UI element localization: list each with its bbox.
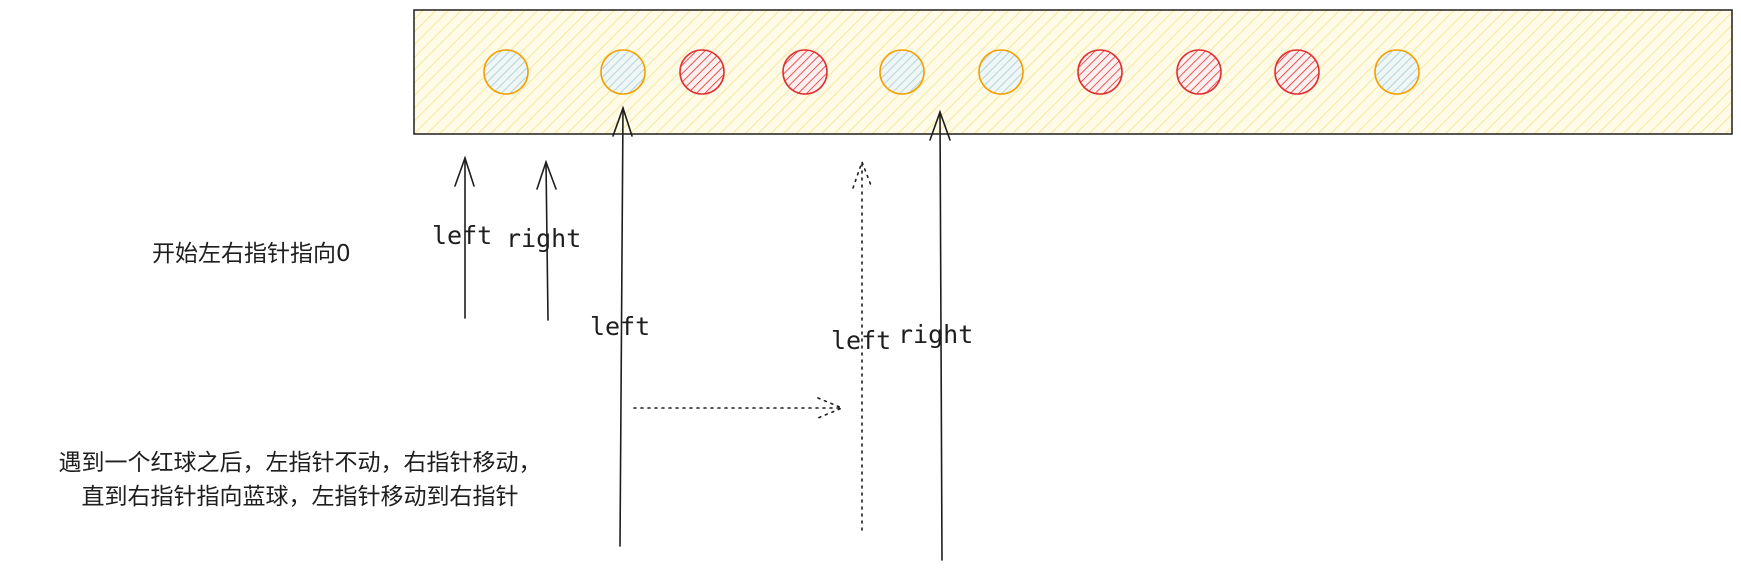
blue-ball (1374, 49, 1420, 95)
step2-left-pointer-arrow (612, 105, 633, 547)
blue-ball (978, 49, 1024, 95)
step1-right-pointer-arrow (536, 159, 557, 321)
step1-left-label: left (432, 221, 493, 250)
red-ball (1176, 49, 1222, 95)
step1-caption: 开始左右指针指向0 (152, 241, 351, 267)
array-strip (413, 9, 1733, 135)
step1-left-pointer-arrow (454, 155, 475, 319)
step2-right-pointer-arrow (929, 109, 951, 561)
moved-left-pointer-dotted-arrow (852, 159, 873, 531)
step2-left-label: left (590, 312, 651, 341)
blue-ball (600, 49, 646, 95)
step2-right-label: right (898, 320, 974, 349)
move-dotted-arrow (633, 397, 845, 419)
moved-left-label: left (831, 326, 892, 355)
step2-caption-line2: 直到右指针指向蓝球，左指针移动到右指针 (81, 484, 519, 510)
red-ball (1274, 49, 1320, 95)
red-ball (679, 49, 725, 95)
blue-ball (483, 49, 529, 95)
red-ball (782, 49, 828, 95)
ball-row (483, 49, 1420, 95)
step2-caption-line1: 遇到一个红球之后，左指针不动，右指针移动， (58, 450, 542, 476)
blue-ball (879, 49, 925, 95)
step1-right-label: right (506, 224, 582, 253)
red-ball (1077, 49, 1123, 95)
step2-caption: 遇到一个红球之后，左指针不动，右指针移动， 直到右指针指向蓝球，左指针移动到右指… (0, 446, 600, 514)
